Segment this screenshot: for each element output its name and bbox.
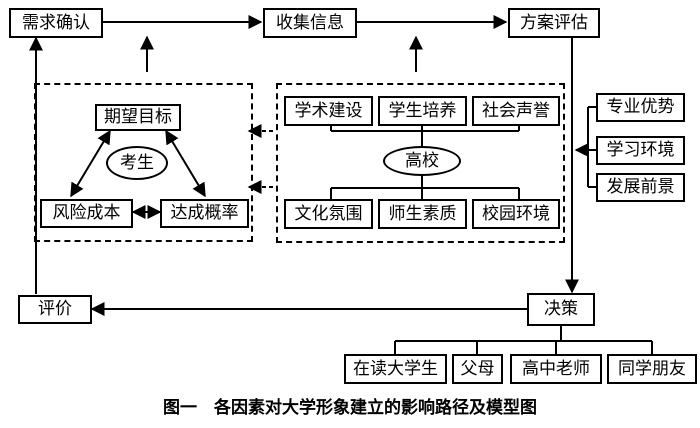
node-development-prospect: 发展前景 — [596, 173, 685, 202]
node-classmates-friends: 同学朋友 — [607, 354, 697, 384]
node-requirement-confirm: 需求确认 — [9, 8, 103, 38]
node-student-cultivation: 学生培养 — [378, 96, 467, 126]
node-cultural-atmosphere: 文化氛围 — [284, 199, 373, 229]
node-campus-environment: 校园环境 — [472, 199, 560, 229]
node-university: 高校 — [383, 146, 461, 176]
node-evaluation: 评价 — [18, 295, 92, 324]
node-collect-info: 收集信息 — [263, 8, 357, 38]
node-current-student: 在读大学生 — [344, 354, 447, 384]
node-major-advantage: 专业优势 — [596, 93, 685, 122]
node-learning-environment: 学习环境 — [596, 136, 685, 165]
examinee-factor-group — [34, 83, 253, 242]
node-risk-cost: 风险成本 — [40, 199, 133, 228]
node-expected-goal: 期望目标 — [95, 104, 181, 131]
node-examinee: 考生 — [106, 146, 168, 180]
node-decision: 决策 — [527, 293, 595, 326]
figure-caption: 图一 各因素对大学形象建立的影响路径及模型图 — [163, 398, 537, 418]
university-factor-group — [276, 83, 565, 243]
node-plan-evaluation: 方案评估 — [508, 8, 600, 38]
node-parents: 父母 — [452, 354, 503, 384]
arrow-goal-risk — [70, 129, 111, 198]
node-faculty-quality: 师生素质 — [378, 199, 467, 229]
node-achieve-probability: 达成概率 — [160, 199, 249, 228]
node-social-reputation: 社会声誉 — [472, 96, 560, 126]
node-academic-building: 学术建设 — [284, 96, 373, 126]
arrow-goal-probability — [165, 129, 206, 198]
node-high-school-teacher: 高中老师 — [510, 354, 602, 384]
